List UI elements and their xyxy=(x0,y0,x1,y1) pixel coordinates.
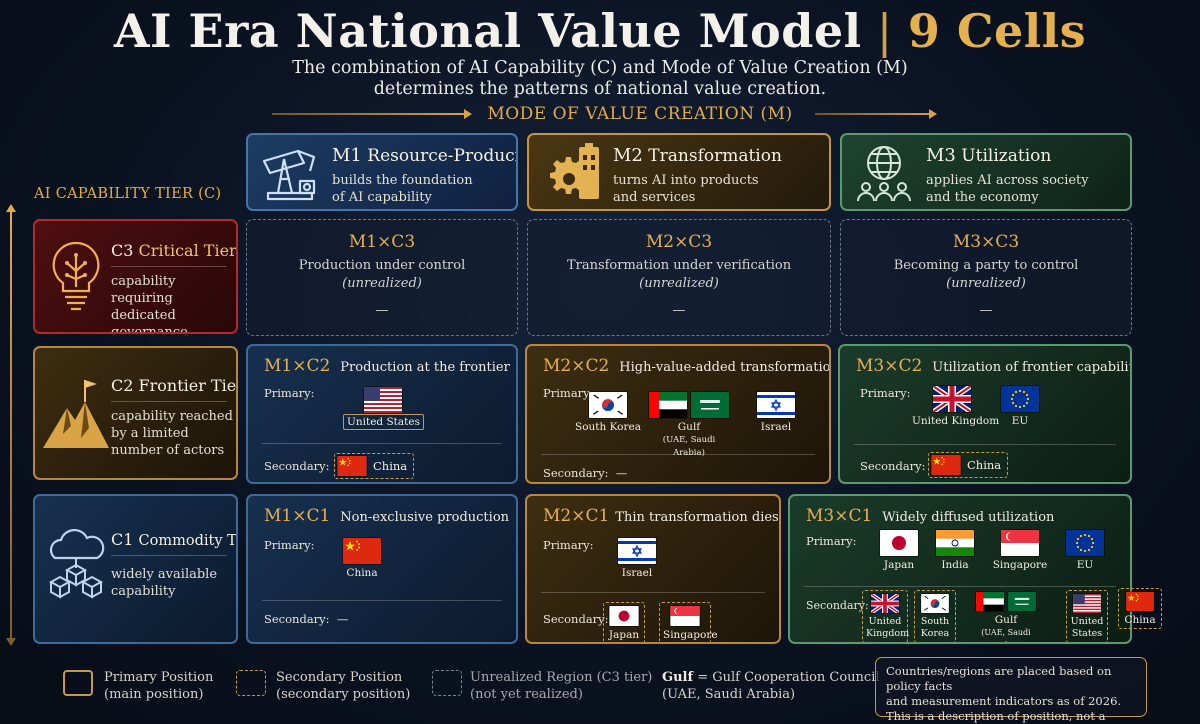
country-japan: Japan xyxy=(603,602,645,642)
country-singapore: Singapore xyxy=(659,602,718,642)
disclaimer-note: Countries/regions are placed based on po… xyxy=(875,657,1147,723)
country-china: China xyxy=(340,538,384,579)
legend-unrealized-swatch xyxy=(432,670,462,696)
country-south-korea: South Korea xyxy=(575,392,641,433)
country-india: India xyxy=(934,530,976,571)
country-south-korea: South Korea xyxy=(914,590,956,642)
tier-c2: C2 Frontier Tier capability reached by a… xyxy=(33,346,238,480)
lightbulb-circuit-icon xyxy=(52,241,100,311)
page-title: AI Era National Value Model | 9 Cells xyxy=(113,4,1087,58)
legend-secondary-swatch xyxy=(236,670,266,696)
mode-axis-label: MODE OF VALUE CREATION (M) xyxy=(487,104,793,124)
legend-primary-swatch xyxy=(63,670,93,696)
country-china: China xyxy=(928,452,1009,478)
legend-secondary: Secondary Position(secondary position) xyxy=(276,670,411,702)
subtitle-line-1: The combination of AI Capability (C) and… xyxy=(292,58,908,78)
country-eu: EU xyxy=(1000,386,1040,427)
country-gulf: Gulf(UAE, Saudi Arabia) xyxy=(647,392,731,459)
tier-c3: C3 Critical Tier capability requiring de… xyxy=(33,219,238,334)
cloud-cubes-icon xyxy=(48,528,105,599)
mode-arrow-left xyxy=(272,109,472,119)
tier-axis-label: AI CAPABILITY TIER (C) xyxy=(34,186,222,202)
mode-header-m1: M1 Resource-Producing builds the foundat… xyxy=(246,133,518,211)
mountain-flag-icon xyxy=(43,380,109,448)
subtitle-line-2: determines the patterns of national valu… xyxy=(373,79,827,99)
country-china: China xyxy=(334,453,415,479)
country-gulf: Gulf(UAE, Saudi Arabia) xyxy=(966,592,1046,642)
mode-arrow-right xyxy=(815,109,937,119)
country-singapore: Singapore xyxy=(990,530,1050,571)
country-israel: Israel xyxy=(753,392,799,433)
country-china: China xyxy=(1118,588,1162,629)
tier-c1: C1 Commodity Tier widely available capab… xyxy=(33,494,238,644)
oil-pump-icon xyxy=(262,149,316,201)
legend-primary: Primary Position(main position) xyxy=(104,670,214,702)
legend-gulf-definition: Gulf = Gulf Cooperation Council(UAE, Sau… xyxy=(662,670,880,702)
gear-factory-icon xyxy=(550,143,599,199)
mode-header-m2: M2 Transformation turns AI into products… xyxy=(527,133,831,211)
legend-unrealized: Unrealized Region (C3 tier)(not yet real… xyxy=(470,670,653,702)
country-israel: Israel xyxy=(615,538,659,579)
tier-axis-arrow xyxy=(6,204,16,646)
country-japan: Japan xyxy=(876,530,922,571)
mode-name: Resource-Producing xyxy=(367,146,516,166)
country-us: United States xyxy=(340,384,427,430)
country-eu: EU xyxy=(1064,530,1106,571)
mode-header-m3: M3 Utilization applies AI across society… xyxy=(840,133,1132,211)
title-accent: 9 Cells xyxy=(907,4,1087,58)
country-uk: United Kingdom xyxy=(862,590,909,642)
country-uk: United Kingdom xyxy=(912,386,999,427)
globe-people-icon xyxy=(857,146,911,202)
country-us: United States xyxy=(1066,590,1108,642)
